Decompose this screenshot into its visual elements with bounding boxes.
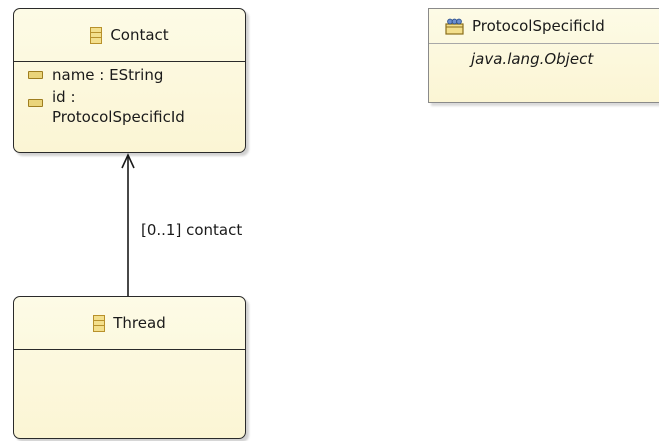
protocolspecificid-datatype[interactable]: ProtocolSpecificId java.lang.Object (428, 8, 659, 103)
thread-class[interactable]: Thread (13, 296, 246, 439)
association-arrowhead (121, 153, 135, 169)
eattribute-icon (28, 99, 43, 107)
attribute-id-line1: id : (52, 88, 76, 106)
contact-class-name: Contact (110, 26, 169, 44)
contact-class[interactable]: Contact name : EString id : ProtocolSpec… (13, 8, 246, 153)
contact-divider (14, 61, 245, 62)
eclass-icon (90, 26, 103, 44)
eattribute-icon (28, 71, 43, 79)
attribute-name-label: name : EString (52, 66, 164, 84)
edatatype-icon (445, 18, 464, 35)
attribute-name[interactable]: name : EString (28, 65, 245, 85)
attribute-id-line2: ProtocolSpecificId (52, 108, 185, 126)
thread-class-name: Thread (113, 314, 166, 332)
contact-attributes: name : EString id : ProtocolSpecificId (14, 62, 245, 127)
datatype-instance-class: java.lang.Object (429, 43, 659, 74)
eclass-icon (93, 314, 106, 332)
attribute-id[interactable]: id : ProtocolSpecificId (28, 87, 245, 127)
attribute-id-label: id : ProtocolSpecificId (52, 87, 185, 127)
thread-divider (14, 349, 245, 350)
association-label[interactable]: [0..1] contact (141, 221, 243, 239)
thread-class-header: Thread (14, 297, 245, 349)
datatype-name: ProtocolSpecificId (472, 17, 605, 35)
datatype-header: ProtocolSpecificId (429, 9, 659, 43)
contact-class-header: Contact (14, 9, 245, 61)
